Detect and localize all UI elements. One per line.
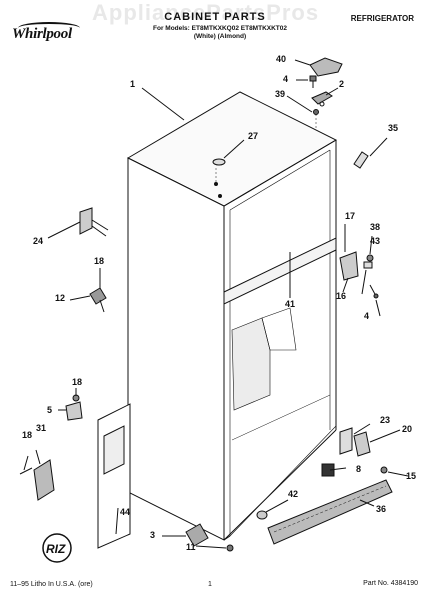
screw-4-top — [309, 75, 317, 88]
riz-badge-icon — [42, 533, 72, 563]
footer-part-number: Part No. 4384190 — [363, 580, 418, 587]
callout-24: 24 — [33, 236, 44, 246]
callout-23: 23 — [380, 415, 391, 425]
callout-38: 38 — [370, 222, 381, 232]
callout-31: 31 — [36, 423, 47, 433]
whirlpool-logo: Whirlpool — [10, 14, 88, 52]
part-23-bracket — [339, 427, 353, 455]
part-12-clip — [89, 287, 107, 313]
part-35 — [353, 151, 369, 169]
callout-12: 12 — [55, 293, 66, 303]
callout-16: 16 — [336, 291, 347, 301]
part-42 — [256, 510, 268, 520]
callout-27: 27 — [248, 131, 259, 141]
divider-mullion — [223, 237, 337, 305]
page-title: CABINET PARTS — [164, 11, 266, 23]
callout-3: 3 — [150, 530, 156, 540]
callout-41: 41 — [285, 299, 296, 309]
footer-page-number: 1 — [208, 581, 212, 588]
callout-44: 44 — [120, 507, 131, 517]
part-44-panel — [97, 403, 131, 549]
callout-15: 15 — [406, 471, 417, 481]
callout-42: 42 — [288, 489, 299, 499]
callout-18-lower: 18 — [22, 430, 33, 440]
callout-5: 5 — [47, 405, 53, 415]
part-31-tag — [33, 459, 55, 501]
callout-1: 1 — [130, 79, 136, 89]
cabinet-left-side — [127, 157, 225, 541]
part-24-bracket — [79, 207, 109, 237]
callout-20: 20 — [402, 424, 413, 434]
callout-36: 36 — [376, 504, 387, 514]
callout-35: 35 — [388, 123, 399, 133]
part-17-bracket — [339, 251, 374, 281]
logo-swoosh-icon — [18, 22, 80, 34]
part-40-hinge-cover — [309, 57, 343, 77]
callout-8: 8 — [356, 464, 362, 474]
part-20-bracket — [353, 431, 371, 457]
callout-4-right: 4 — [364, 311, 370, 321]
callout-18-upper: 18 — [94, 256, 105, 266]
part-2-top-hinge — [311, 91, 333, 105]
watermark: AppliancePartsPros — [92, 0, 320, 25]
footer-litho: 11–95 Litho In U.S.A. (ore) — [10, 581, 93, 588]
callout-43: 43 — [370, 236, 381, 246]
callout-11: 11 — [186, 542, 196, 552]
category-label: REFRIGERATOR — [350, 14, 414, 23]
callout-2: 2 — [339, 79, 345, 89]
svg-text:RIZ: RIZ — [46, 542, 66, 556]
callout-17: 17 — [345, 211, 356, 221]
part-5-bracket — [65, 394, 83, 421]
callout-18-left: 18 — [72, 377, 83, 387]
part-36-grille — [267, 479, 393, 545]
callout-40: 40 — [276, 54, 287, 64]
color-line: (White) (Almond) — [193, 33, 247, 40]
logo-brand-text: Whirlpool — [12, 26, 72, 42]
model-line: For Models: ET8MTKXKQ02 ET8MTKXKT02 — [153, 25, 287, 32]
part-3-hinge — [185, 523, 209, 547]
callout-4-top: 4 — [283, 74, 289, 84]
callout-39: 39 — [275, 89, 286, 99]
